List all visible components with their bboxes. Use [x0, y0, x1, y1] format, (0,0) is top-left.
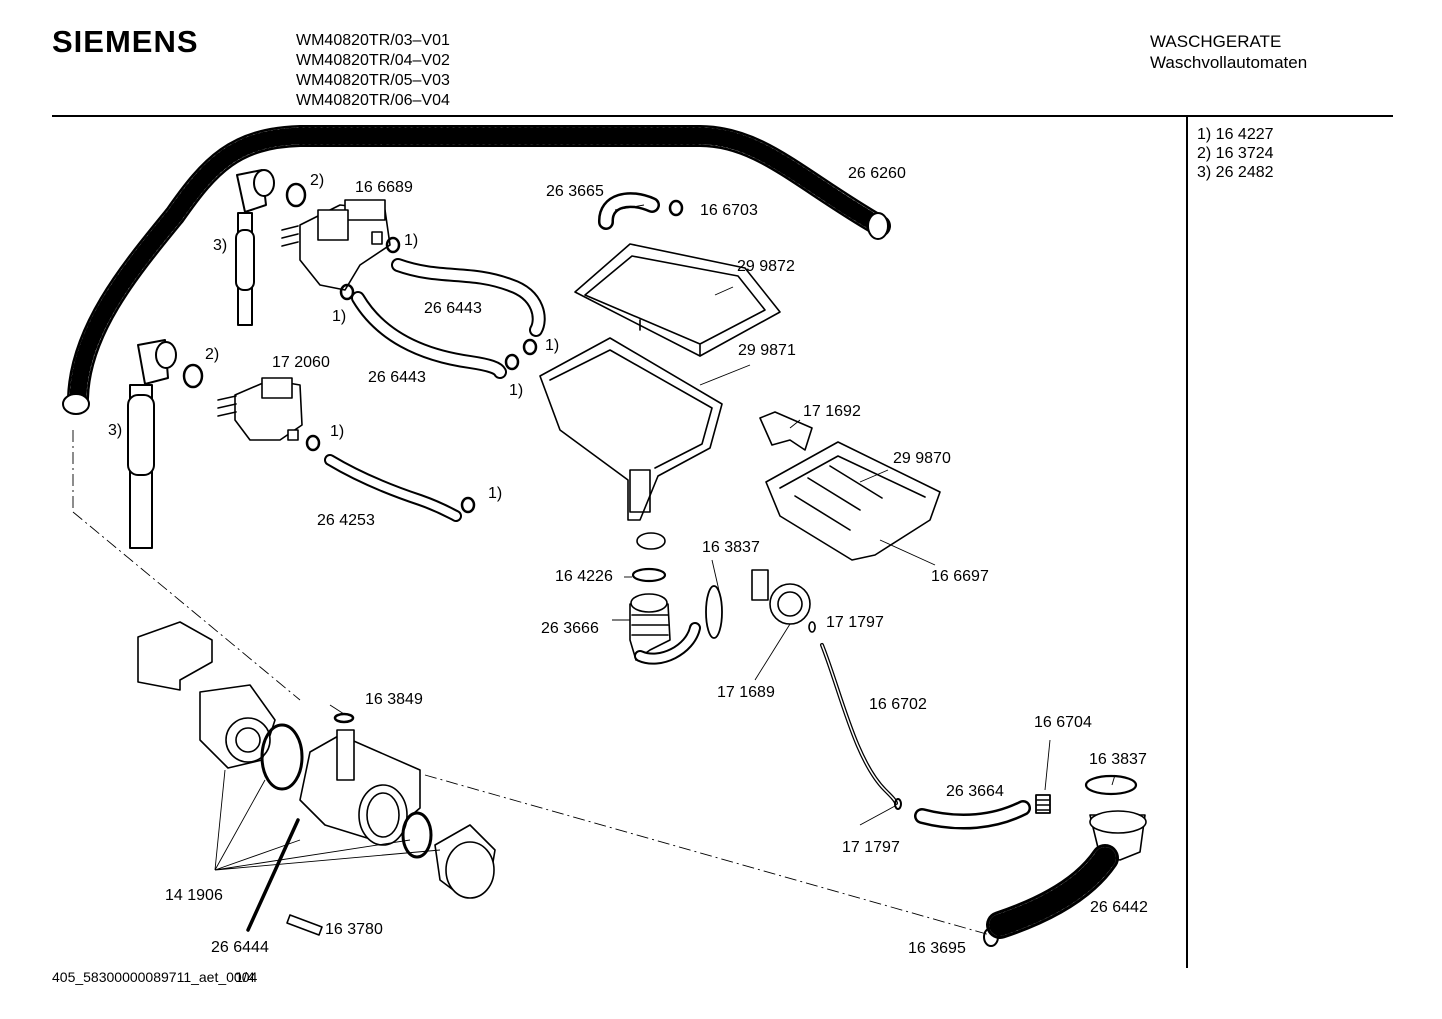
detergent-drawer [765, 441, 941, 561]
inlet-connector-upper [235, 169, 307, 326]
pump-hose [983, 774, 1147, 947]
part-label: 29 9871 [738, 342, 796, 359]
part-label: 16 6703 [700, 202, 758, 219]
footnote-ref: 1) [488, 485, 503, 502]
part-label: 16 6689 [355, 179, 413, 196]
part-label: 16 3849 [365, 691, 423, 708]
footnote-ref: 1) [332, 308, 347, 325]
connection-hoses [324, 192, 660, 522]
part-label: 16 6702 [869, 696, 927, 713]
footnote: 2) 16 3724 [1197, 145, 1274, 162]
pressure-switch [751, 569, 816, 633]
model-list: WM40820TR/03–V01 WM40820TR/04–V02 WM4082… [296, 31, 450, 111]
bleed-hose [914, 794, 1051, 830]
model-number: WM40820TR/03–V01 [296, 32, 450, 49]
part-label: 14 1906 [165, 887, 223, 904]
page-number: 1/4 [235, 969, 255, 985]
part-label: 26 3665 [546, 183, 604, 200]
model-number: WM40820TR/05–V03 [296, 72, 450, 89]
part-label: 26 4253 [317, 512, 375, 529]
drain-hose [62, 125, 891, 415]
model-number: WM40820TR/04–V02 [296, 52, 450, 69]
footnote: 1) 16 4227 [1197, 126, 1274, 143]
part-label: 26 6260 [848, 165, 906, 182]
footer: 405_58300000089711_aet_00041/4 [52, 969, 258, 985]
header-divider [52, 115, 1393, 117]
solenoid-valve-single [217, 377, 303, 441]
dispenser-cover [574, 243, 781, 357]
part-label: 17 2060 [272, 354, 330, 371]
sidebar-divider [1186, 116, 1188, 968]
hose-clamps [305, 199, 684, 514]
drain-bellows [629, 532, 723, 665]
brand-logo: SIEMENS [52, 24, 199, 59]
part-label: 17 1797 [826, 614, 884, 631]
footnote-ref: 1) [404, 232, 419, 249]
part-label: 26 6443 [424, 300, 482, 317]
footnote-ref: 1) [509, 382, 524, 399]
part-label: 26 6442 [1090, 899, 1148, 916]
part-label: 16 3780 [325, 921, 383, 938]
footnote-ref: 1) [330, 423, 345, 440]
solenoid-valve-double [281, 199, 391, 291]
part-label: 26 6443 [368, 369, 426, 386]
dispenser-bracket [759, 411, 813, 451]
part-label: 26 3664 [946, 783, 1004, 800]
dispenser-housing [539, 337, 723, 521]
inlet-connector-lower [127, 339, 204, 549]
model-number: WM40820TR/06–V04 [296, 92, 450, 109]
footnote-list: 1) 16 4227 2) 16 3724 3) 26 2482 [1197, 125, 1274, 182]
pressure-tube [820, 643, 902, 810]
footnote-ref: 1) [545, 337, 560, 354]
footnote-ref: 2) [205, 346, 220, 363]
part-label: 26 3666 [541, 620, 599, 637]
part-label: 16 3837 [1089, 751, 1147, 768]
part-label: 17 1692 [803, 403, 861, 420]
document-id: 405_58300000089711_aet_0004 [52, 969, 258, 985]
part-label: 26 6444 [211, 939, 269, 956]
part-label: 17 1797 [842, 839, 900, 856]
category-title: WASCHGERATE [1150, 32, 1282, 51]
category-subtitle: Waschvollautomaten [1150, 53, 1308, 72]
footnote: 3) 26 2482 [1197, 164, 1274, 181]
leader-lines [72, 204, 1116, 936]
part-label: 29 9872 [737, 258, 795, 275]
footnote-ref: 3) [108, 422, 123, 439]
part-label: 16 6704 [1034, 714, 1092, 731]
part-label: 16 3695 [908, 940, 966, 957]
part-label: 16 4226 [555, 568, 613, 585]
category-block: WASCHGERATE Waschvollautomaten [1150, 31, 1307, 73]
part-label: 16 3837 [702, 539, 760, 556]
part-label: 16 6697 [931, 568, 989, 585]
part-label: 29 9870 [893, 450, 951, 467]
part-label: 17 1689 [717, 684, 775, 701]
footnote-ref: 2) [310, 172, 325, 189]
footnote-ref: 3) [213, 237, 228, 254]
